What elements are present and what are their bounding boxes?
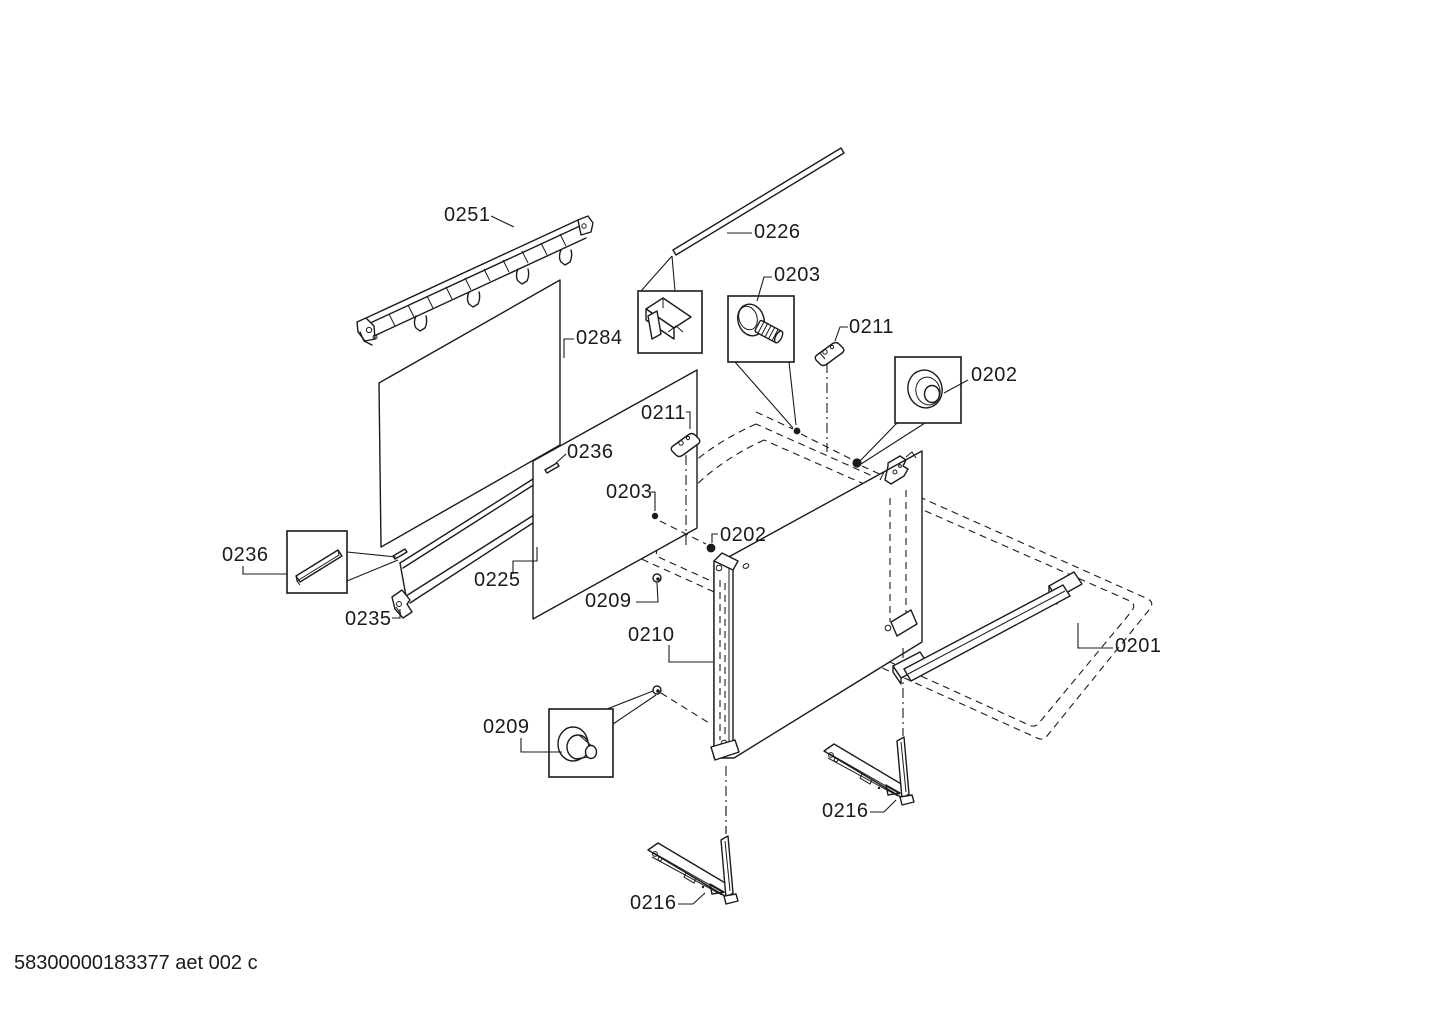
part-label-0202-mid: 0202 <box>720 524 767 546</box>
part-label-0235: 0235 <box>345 608 392 630</box>
part-0202-cap-callout <box>852 356 969 468</box>
fastener-axis-dashes <box>755 411 887 478</box>
part-label-0210: 0210 <box>628 624 675 646</box>
part-0251-vent-rail <box>356 215 594 346</box>
part-label-0209-top: 0209 <box>585 590 632 612</box>
part-0209-screw-top <box>636 573 662 603</box>
part-label-0209-box: 0209 <box>483 716 530 738</box>
part-label-0216-right: 0216 <box>822 800 869 822</box>
part-0216-hinge-bottom <box>647 806 739 905</box>
hinge-channel-column <box>710 552 740 761</box>
part-0211-clip-top <box>814 326 848 452</box>
part-0216-hinge-right <box>823 736 915 813</box>
part-label-0211-mid: 0211 <box>641 402 687 424</box>
part-label-0202-box: 0202 <box>971 364 1018 386</box>
part-0203-screw-callout <box>727 276 801 435</box>
part-label-0226: 0226 <box>754 221 801 243</box>
part-label-0236-mid: 0236 <box>567 441 614 463</box>
part-label-0225: 0225 <box>474 569 521 591</box>
part-0225-inner-glass <box>512 369 698 620</box>
document-code: 58300000183377 aet 002 c <box>14 952 258 974</box>
hinge-receiver-bracket <box>879 451 917 485</box>
part-0284-outer-glass <box>378 279 574 560</box>
part-label-0203-mid: 0203 <box>606 481 653 503</box>
part-label-0284: 0284 <box>576 327 623 349</box>
part-0203-screw-mid <box>651 491 707 545</box>
part-label-0251: 0251 <box>444 204 491 226</box>
part-label-0203-top: 0203 <box>774 264 821 286</box>
part-0210-door-panel <box>668 450 923 834</box>
part-0202-grommet-mid <box>706 533 718 553</box>
part-0236-strip-callout <box>242 530 399 594</box>
part-label-0216-bottom: 0216 <box>630 892 677 914</box>
trim-profile-detail <box>645 297 692 340</box>
part-0211-clip-mid <box>670 411 701 548</box>
part-label-0211-right: 0211 <box>849 316 895 338</box>
door-handle <box>892 571 1083 685</box>
part-0235-lower-rail <box>391 478 540 619</box>
part-label-0236-box: 0236 <box>222 544 269 566</box>
part-label-0201: 0201 <box>1115 635 1162 657</box>
part-0209-cone-callout <box>520 685 710 778</box>
part-0226-trim-strip <box>637 147 845 354</box>
